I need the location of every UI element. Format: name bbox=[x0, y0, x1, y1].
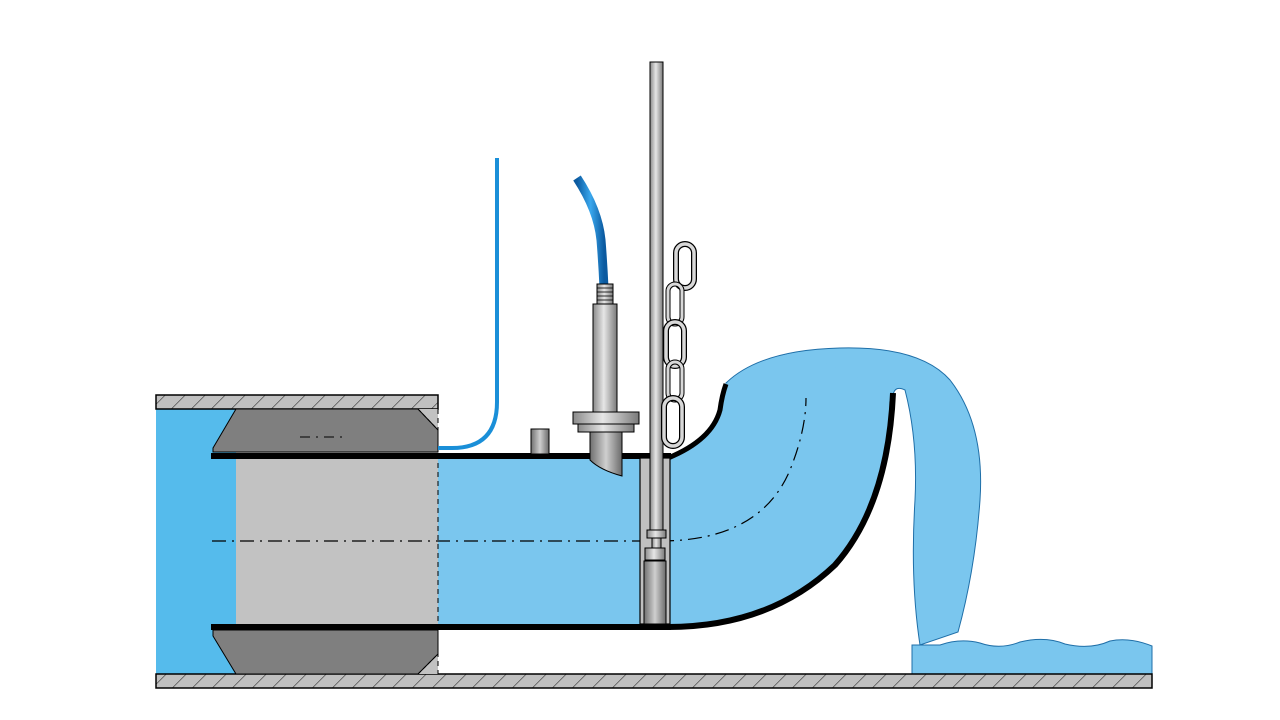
signal-cable bbox=[438, 158, 499, 450]
downstream-water bbox=[911, 638, 1153, 675]
ultrasonic-level-sensor bbox=[572, 283, 640, 477]
sensor-cable bbox=[573, 175, 609, 289]
outlet-bend bbox=[667, 383, 896, 630]
support-rod bbox=[646, 61, 667, 549]
pipe-centerline bbox=[212, 397, 807, 542]
chain bbox=[661, 241, 697, 449]
upper-pipe-wall bbox=[155, 394, 439, 410]
measuring-pipe bbox=[211, 453, 671, 630]
mounting-block bbox=[530, 428, 550, 455]
free-fall-jet bbox=[724, 347, 982, 646]
channel-floor bbox=[155, 673, 1153, 689]
